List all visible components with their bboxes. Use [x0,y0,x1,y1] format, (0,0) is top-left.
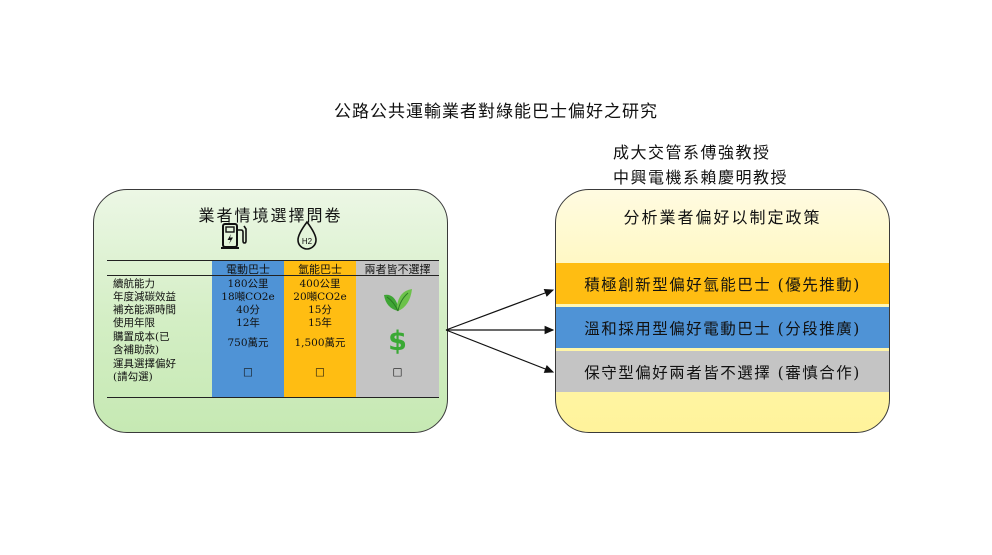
h2-range: 400公里 [299,278,341,290]
header-ev: 電動巴士 [226,263,270,276]
author-2: 中興電機系賴慶明教授 [613,168,789,187]
ev-cost: 750萬元 [227,337,269,349]
table-top-rule [107,260,439,261]
ev-lifespan: 12年 [236,317,260,329]
h2-lifespan: 15年 [308,317,332,329]
arrow-to-hydrogen [445,289,555,331]
none-column [356,260,439,397]
arrow-to-neither [445,329,555,373]
ev-checkbox[interactable]: □ [243,366,253,378]
row-label-refuel: 補充能源時間 [113,304,176,316]
authors: 成大交管系傅強教授 中興電機系賴慶明教授 [613,140,788,190]
page-title: 公路公共運輸業者對綠能巴士偏好之研究 [334,102,658,122]
table-header-rule [107,275,439,276]
author-1: 成大交管系傅強教授 [613,143,771,162]
ev-range: 180公里 [227,278,269,290]
h2-column [284,260,356,397]
row-label-choice: 運具選擇偏好 [113,358,176,370]
survey-title: 業者情境選擇問卷 [198,206,343,225]
policy-title: 分析業者偏好以制定政策 [623,208,822,227]
ev-charger-icon [219,221,249,255]
policy-panel: 分析業者偏好以制定政策 積極創新型偏好氫能巴士 (優先推動) 溫和採用型偏好電動… [555,189,890,433]
row-label-range: 續航能力 [113,278,155,290]
h2-cost: 1,500萬元 [294,337,346,349]
h2-checkbox[interactable]: □ [315,366,325,378]
none-checkbox[interactable]: □ [392,366,403,378]
h2-label: H2 [302,237,313,246]
ev-carbon: 18噸CO2e [221,291,275,303]
header-none: 兩者皆不選擇 [364,263,431,276]
row-label-cost-2: 含補助款) [113,344,160,356]
table-bottom-rule [107,397,439,398]
dollar-icon: $ [388,326,407,357]
row-label-lifespan: 使用年限 [113,317,155,329]
header-h2: 氫能巴士 [298,263,342,276]
h2-carbon: 20噸CO2e [293,291,347,303]
row-label-choice-2: (請勾選) [113,371,153,383]
policy-neither-band: 保守型偏好兩者皆不選擇 (審慎合作) [556,351,889,392]
policy-electric-band: 溫和採用型偏好電動巴士 (分段推廣) [556,307,889,348]
h2-refuel: 15分 [308,304,332,316]
ev-column [212,260,284,397]
hydrogen-drop-icon: H2 [294,220,320,256]
ev-refuel: 40分 [236,304,260,316]
policy-hydrogen-band: 積極創新型偏好氫能巴士 (優先推動) [556,263,889,304]
survey-panel: 業者情境選擇問卷 H2 電動巴士 氫能巴士 兩者皆不選擇 續航能力 年度減碳效益… [93,189,448,433]
leaf-icon [381,284,415,318]
row-label-carbon: 年度減碳效益 [113,291,176,303]
row-label-cost: 購置成本(已 [113,331,170,343]
